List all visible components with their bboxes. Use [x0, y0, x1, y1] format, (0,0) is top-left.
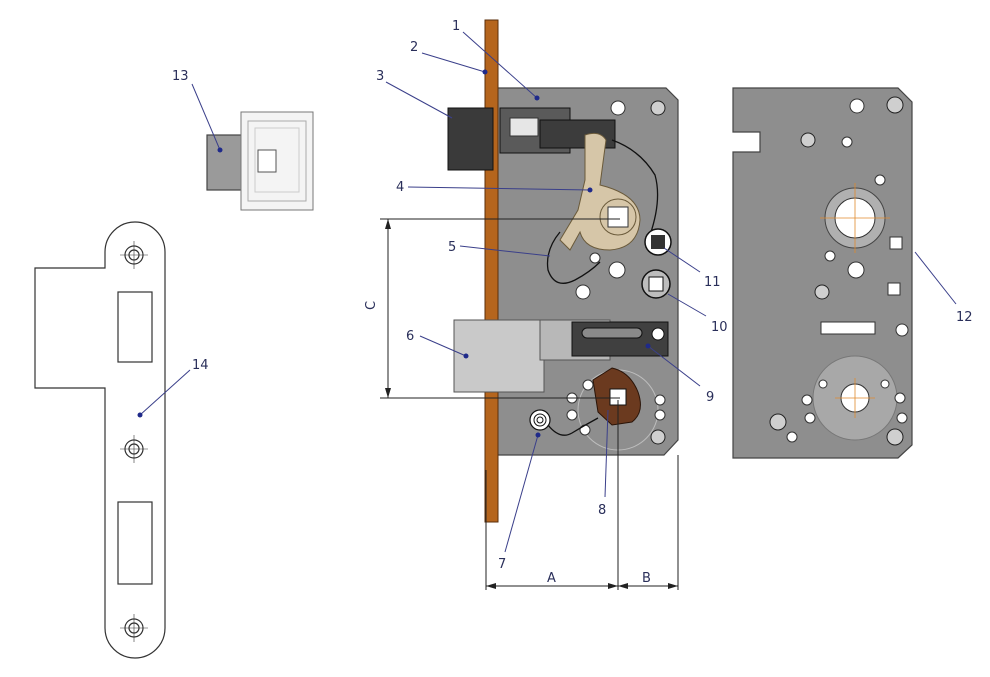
- callout-14: 14: [137, 358, 209, 418]
- back-screw-2: [800, 132, 816, 148]
- strike-box-inner2: [254, 127, 300, 193]
- back-screw-5: [886, 428, 904, 446]
- strike-box-inner: [247, 120, 307, 202]
- callout-8: 8: [598, 409, 609, 518]
- back-screw-3: [814, 284, 830, 300]
- strike-plate-slot-lower: [117, 501, 153, 585]
- deadbolt-latch: [447, 107, 494, 171]
- back-hole-6: [895, 323, 909, 337]
- hole-i: [579, 424, 591, 436]
- hole-d: [575, 284, 591, 300]
- callout-label-8: 8: [598, 503, 606, 518]
- part-10-bushing: [641, 269, 671, 299]
- hole-h: [566, 409, 578, 421]
- spring-part-7: [529, 409, 599, 436]
- hole-f: [582, 379, 594, 391]
- bar-slot: [581, 327, 643, 339]
- callout-3: 3: [376, 69, 453, 119]
- screw-top-right: [650, 100, 666, 116]
- strike-box-part-13: [206, 111, 314, 211]
- back-hole-2: [841, 136, 853, 148]
- back-cover-part-12: [732, 87, 913, 459]
- strike-plate-outline: [34, 221, 166, 659]
- callout-label-3: 3: [376, 69, 384, 84]
- strike-plate-part-14: [34, 221, 166, 659]
- back-hole-3: [874, 174, 886, 186]
- dimension-label-a: A: [547, 571, 556, 586]
- spring-part-5: [546, 231, 601, 284]
- callout-7: 7: [498, 432, 541, 572]
- callout-label-12: 12: [956, 310, 973, 325]
- back-hole-5: [847, 261, 865, 279]
- back-hole-7: [801, 394, 813, 406]
- callout-13: 13: [172, 69, 223, 153]
- back-hole-12: [818, 379, 828, 389]
- strike-plate-screw-top: [120, 241, 148, 269]
- callout-12: 12: [914, 251, 973, 325]
- callout-label-5: 5: [448, 240, 456, 255]
- strike-box-front: [206, 134, 243, 191]
- back-square-2: [887, 282, 901, 296]
- back-hole-8: [804, 412, 816, 424]
- back-screw-1: [886, 96, 904, 114]
- callout-1: 1: [452, 19, 540, 101]
- dimension-a-b: [485, 400, 679, 590]
- callout-label-4: 4: [396, 180, 404, 195]
- strike-plate-slot-upper: [117, 291, 153, 363]
- faceplate: [484, 19, 499, 523]
- lock-body: [447, 19, 679, 523]
- dimension-c: [380, 218, 620, 399]
- bar-hole: [651, 327, 665, 341]
- callout-label-11: 11: [704, 275, 721, 290]
- callout-label-13: 13: [172, 69, 189, 84]
- back-hole-13: [880, 379, 890, 389]
- strike-box-slot: [257, 149, 277, 173]
- callout-11: 11: [663, 247, 721, 290]
- back-hole-10: [896, 412, 908, 424]
- strike-box-body: [240, 111, 314, 211]
- strike-plate-screw-mid: [120, 435, 148, 463]
- callout-label-1: 1: [452, 19, 460, 34]
- upper-spring: [611, 139, 659, 236]
- back-slot: [820, 321, 876, 335]
- back-hole-4: [824, 250, 836, 262]
- follower-square: [607, 206, 629, 228]
- callout-label-7: 7: [498, 557, 506, 572]
- dimension-label-c: C: [364, 301, 379, 310]
- strike-plate-screw-bottom: [120, 614, 148, 642]
- callout-4: 4: [396, 180, 593, 195]
- callout-label-2: 2: [410, 40, 418, 55]
- callout-10: 10: [667, 293, 728, 335]
- top-bolt-window: [509, 117, 539, 137]
- hole-b: [589, 252, 601, 264]
- callout-2: 2: [410, 40, 488, 75]
- hole-j: [654, 394, 666, 406]
- back-square-1: [889, 236, 903, 250]
- latch-bolt-part-6: [453, 319, 545, 393]
- callout-label-14: 14: [192, 358, 209, 373]
- back-hole-11: [786, 431, 798, 443]
- back-hole-1: [849, 98, 865, 114]
- callout-5: 5: [448, 240, 551, 257]
- callout-6: 6: [406, 329, 469, 359]
- hole-k: [654, 409, 666, 421]
- dimension-label-b: B: [642, 571, 651, 586]
- back-hole-9: [894, 392, 906, 404]
- callout-label-6: 6: [406, 329, 414, 344]
- hole-a: [610, 100, 626, 116]
- part-11-bushing: [644, 228, 672, 256]
- callout-9: 9: [645, 343, 714, 405]
- hole-c: [608, 261, 626, 279]
- callout-label-9: 9: [706, 390, 714, 405]
- screw-bottom-right: [650, 429, 666, 445]
- back-screw-4: [769, 413, 787, 431]
- callout-label-10: 10: [711, 320, 728, 335]
